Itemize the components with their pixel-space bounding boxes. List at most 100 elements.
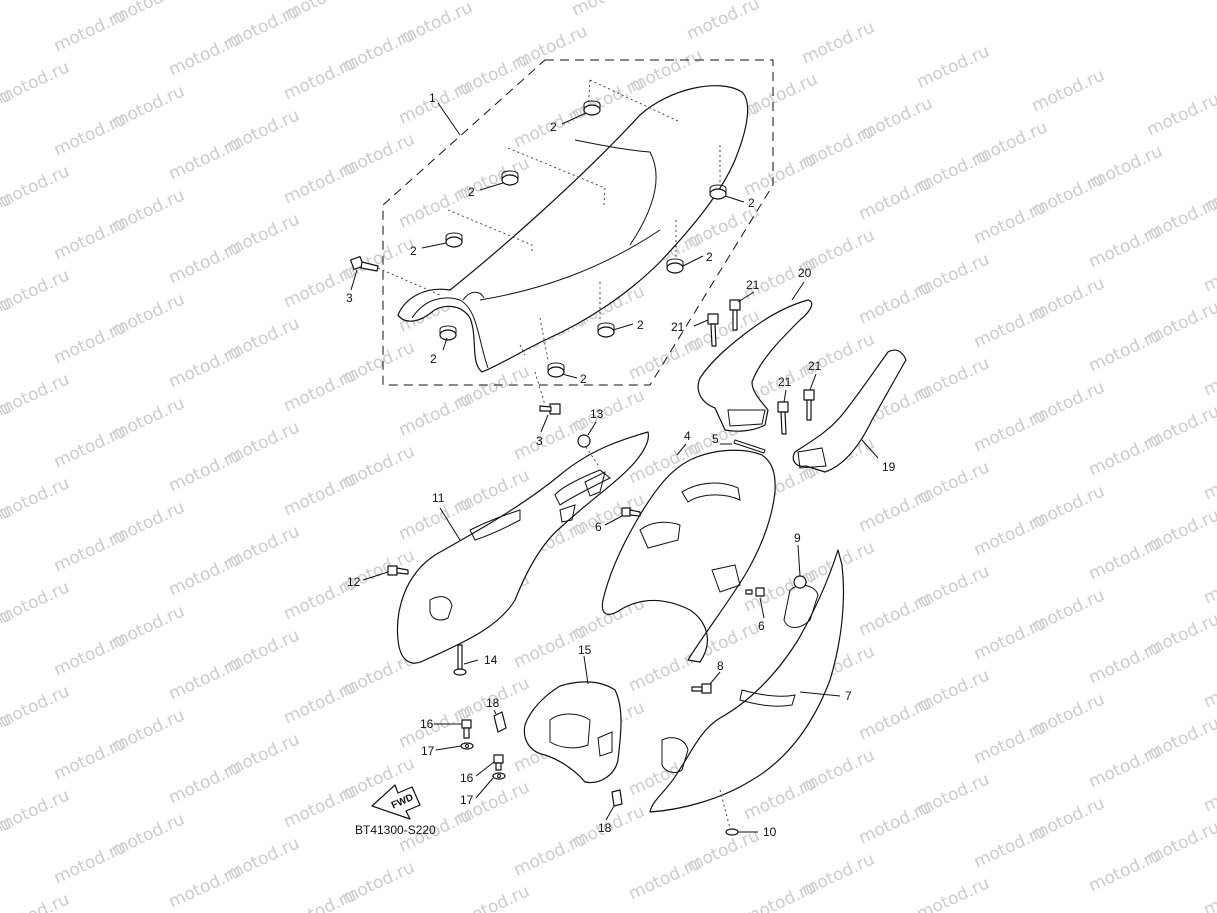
bolt-21-a [707, 313, 719, 347]
callout-17: 17 [460, 793, 474, 807]
watermark-text: motod.ru [971, 613, 1050, 664]
watermark-text: motod.ru [971, 717, 1050, 768]
rear-center-cover [601, 439, 776, 663]
watermark-text: motod.ru [281, 53, 360, 104]
leader-lines [350, 102, 879, 833]
watermark-text: motod.ru [281, 885, 360, 913]
callout-2: 2 [637, 318, 644, 332]
watermark-text: motod.ru [1201, 661, 1217, 712]
watermark-text: motod.ru [856, 485, 935, 536]
watermark-text: motod.ru [971, 405, 1050, 456]
inner-cover-15 [523, 681, 622, 784]
watermark-text: motod.ru [454, 881, 533, 913]
washer-17-upper [460, 742, 474, 750]
watermark-text: motod.ru [281, 157, 360, 208]
callout-8: 8 [717, 659, 724, 673]
watermark-text: motod.ru [166, 549, 245, 600]
watermark-text: motod.ru [166, 341, 245, 392]
watermark-text: motod.ru [51, 109, 130, 160]
watermark-text: motod.ru [166, 861, 245, 912]
watermark-text: motod.ru [281, 677, 360, 728]
watermark-text: motod.ru [856, 173, 935, 224]
damper-8 [547, 362, 565, 378]
washer-17-lower [492, 772, 506, 780]
callout-2: 2 [468, 185, 475, 199]
watermark-text: motod.ru [914, 41, 993, 92]
clip-18-lower [611, 789, 623, 807]
bolt-8 [691, 683, 712, 694]
watermark-text: motod.ru [166, 133, 245, 184]
watermark-text: motod.ru [856, 589, 935, 640]
watermark-text: motod.ru [799, 17, 878, 68]
screw-6-lower [745, 587, 765, 597]
callout-1: 1 [429, 91, 436, 105]
screw-10 [719, 789, 739, 836]
watermark-text: motod.ru [51, 317, 130, 368]
watermark-text: motod.ru [856, 693, 935, 744]
watermark-text: motod.ru [51, 733, 130, 784]
seat-outline [397, 85, 749, 373]
callout-7: 7 [845, 689, 852, 703]
watermark-text: motod.ru [856, 277, 935, 328]
nut-13 [577, 434, 601, 469]
watermark-text: motod.ru [1086, 845, 1165, 896]
callout-19: 19 [882, 460, 896, 474]
watermark-text: motod.ru [971, 197, 1050, 248]
callout-16: 16 [460, 771, 474, 785]
watermark-text: motod.ru [971, 821, 1050, 872]
callout-2: 2 [706, 250, 713, 264]
callout-21: 21 [671, 320, 685, 334]
callout-11: 11 [432, 491, 445, 505]
callout-21: 21 [808, 359, 822, 373]
callout-17: 17 [421, 744, 435, 758]
callout-labels: 1 2 2 2 2 2 2 2 2 3 3 4 5 6 6 7 8 9 10 1… [346, 91, 896, 839]
seat-rubber-guide-lines [447, 79, 721, 361]
watermark-text: motod.ru [1201, 869, 1217, 913]
watermark-text: motod.ru [1086, 533, 1165, 584]
callout-12: 12 [347, 575, 361, 589]
watermark-text: motod.ru [51, 525, 130, 576]
watermark-text: motod.ru [51, 837, 130, 888]
callout-9: 9 [794, 531, 801, 545]
watermark-text: motod.ru [166, 29, 245, 80]
watermark-text: motod.ru [971, 509, 1050, 560]
bolt-16-lower [493, 754, 504, 771]
watermark-text: motod.ru [1201, 453, 1217, 504]
watermark-text: motod.ru [971, 301, 1050, 352]
damper-7 [597, 322, 615, 338]
watermark-text: motod.ru [166, 653, 245, 704]
diagram-code: BT41300-S220 [355, 823, 436, 837]
seat-lower-edge [479, 229, 661, 301]
watermark-text: motod.ru [1201, 557, 1217, 608]
callout-4: 4 [684, 429, 691, 443]
callout-21: 21 [778, 375, 792, 389]
bolt-16-upper [461, 719, 472, 739]
callout-13: 13 [590, 407, 604, 421]
watermark-text: motod.ru [684, 0, 763, 45]
damper-group [439, 100, 727, 378]
callout-2: 2 [748, 196, 755, 210]
watermark-text: motod.ru [51, 5, 130, 56]
callout-2: 2 [580, 372, 587, 386]
bolt-3-left [349, 255, 441, 296]
bolt-21-b [729, 299, 741, 331]
watermark-text: motod.ru [626, 853, 705, 904]
watermark-text: motod.ru [1086, 325, 1165, 376]
callout-18: 18 [598, 821, 612, 835]
watermark-text: motod.ru [166, 237, 245, 288]
watermark-text: motod.ru [1086, 637, 1165, 688]
watermark-text: motod.ru [914, 873, 993, 913]
callout-14: 14 [484, 653, 498, 667]
watermark-text: motod.ru [1086, 429, 1165, 480]
bolt-12 [387, 565, 409, 576]
damper-5 [666, 258, 684, 274]
watermark-text: motod.ru [396, 389, 475, 440]
watermark-text: motod.ru [0, 0, 15, 33]
watermark-text: motod.ru [51, 629, 130, 680]
grab-bar-20 [697, 299, 813, 432]
watermark-text: motod.ru [1086, 221, 1165, 272]
callout-10: 10 [763, 825, 777, 839]
watermark-text: motod.ru [51, 421, 130, 472]
watermark-text: motod.ru [396, 181, 475, 232]
watermark-text: motod.ru [1029, 65, 1108, 116]
